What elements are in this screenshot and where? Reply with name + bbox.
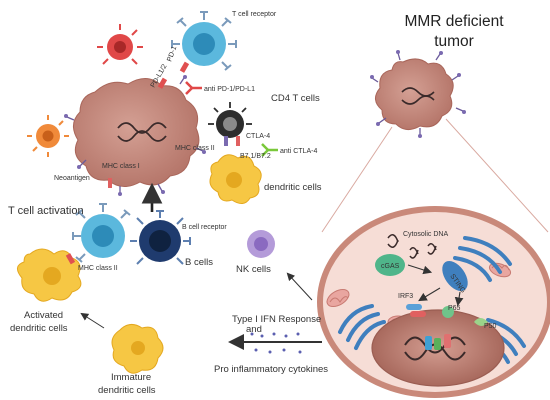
label-cd4-t-cells: CD4 T cells	[271, 93, 320, 104]
label-pd1: PD-1	[166, 45, 178, 62]
label-mhc-class-ii-low: MHC class II	[78, 265, 118, 272]
zoom-line-right	[445, 118, 549, 233]
cd4-t-cell	[208, 102, 252, 146]
nk-cell	[247, 230, 275, 258]
zoom-line-left	[321, 126, 393, 233]
t-cell-middle	[72, 203, 131, 263]
label-activated-line2: dendritic cells	[10, 323, 68, 334]
label-cytosolic-dna: Cytosolic DNA	[403, 231, 448, 238]
label-b-cell-receptor: B cell receptor	[182, 224, 227, 231]
cytosolic-dna	[387, 234, 437, 259]
label-p65: P65	[448, 305, 461, 312]
arrow-to-activated-dc	[80, 312, 105, 329]
sting-protein	[442, 260, 468, 292]
label-anti-ctla4: anti CTLA-4	[280, 148, 317, 155]
anti-ctla4-antibody	[261, 143, 278, 157]
label-immature-line2: dendritic cells	[98, 385, 156, 396]
arrow-to-nk	[286, 272, 313, 301]
orange-immune-cell	[27, 115, 69, 157]
label-and: and	[246, 324, 262, 335]
label-mhc-class-ii-top: MHC class II	[175, 145, 215, 152]
label-pro-inflammatory: Pro inflammatory cytokines	[214, 364, 328, 375]
title-line-2: tumor	[434, 33, 474, 50]
p65-protein	[442, 306, 454, 318]
label-cgas: cGAS	[381, 263, 400, 270]
b-cell	[130, 210, 191, 265]
label-neoantigen: Neoantigen	[54, 175, 90, 182]
pdl1-marker	[157, 77, 168, 89]
label-dendritic-cells: dendritic cells	[264, 182, 322, 193]
activated-dendritic-cell	[17, 248, 82, 302]
label-t-cell-receptor: T cell receptor	[232, 11, 277, 18]
label-type1-ifn: Type I IFN Response	[232, 314, 321, 325]
label-mhc-class-i: MHC class I	[102, 163, 140, 170]
anti-pd1-antibody	[185, 81, 202, 95]
p50-protein	[474, 318, 488, 326]
cgas-enzyme	[375, 254, 405, 276]
immature-dendritic-cell	[111, 324, 164, 374]
label-p50: P50	[484, 323, 497, 330]
zoomed-tumor-cell: Cytosolic DNA cGAS STING IRF3 P65 P50	[317, 206, 550, 398]
irf3-protein	[406, 304, 426, 317]
label-t-cell-activation: T cell activation	[8, 205, 84, 217]
t-cell-top	[171, 11, 237, 73]
small-tumor-cell	[370, 50, 466, 138]
label-nk-cells: NK cells	[236, 264, 271, 275]
label-immature-line1: Immature	[111, 372, 151, 383]
label-b-cells: B cells	[185, 257, 213, 268]
mhc-class-i-marker	[108, 178, 112, 188]
label-irf3: IRF3	[398, 293, 413, 300]
label-activated-line1: Activated	[24, 310, 63, 321]
label-b7: B7.1/B7.2	[240, 153, 271, 160]
label-ctla4: CTLA-4	[246, 133, 270, 140]
label-anti-pd1: anti PD-1/PD-L1	[204, 86, 255, 93]
dendritic-cell-top	[209, 154, 262, 204]
title-line-1: MMR deficient	[404, 13, 504, 30]
cytokine-dots	[250, 332, 302, 354]
tumor-cell	[64, 75, 206, 196]
red-immune-cell	[97, 24, 143, 65]
